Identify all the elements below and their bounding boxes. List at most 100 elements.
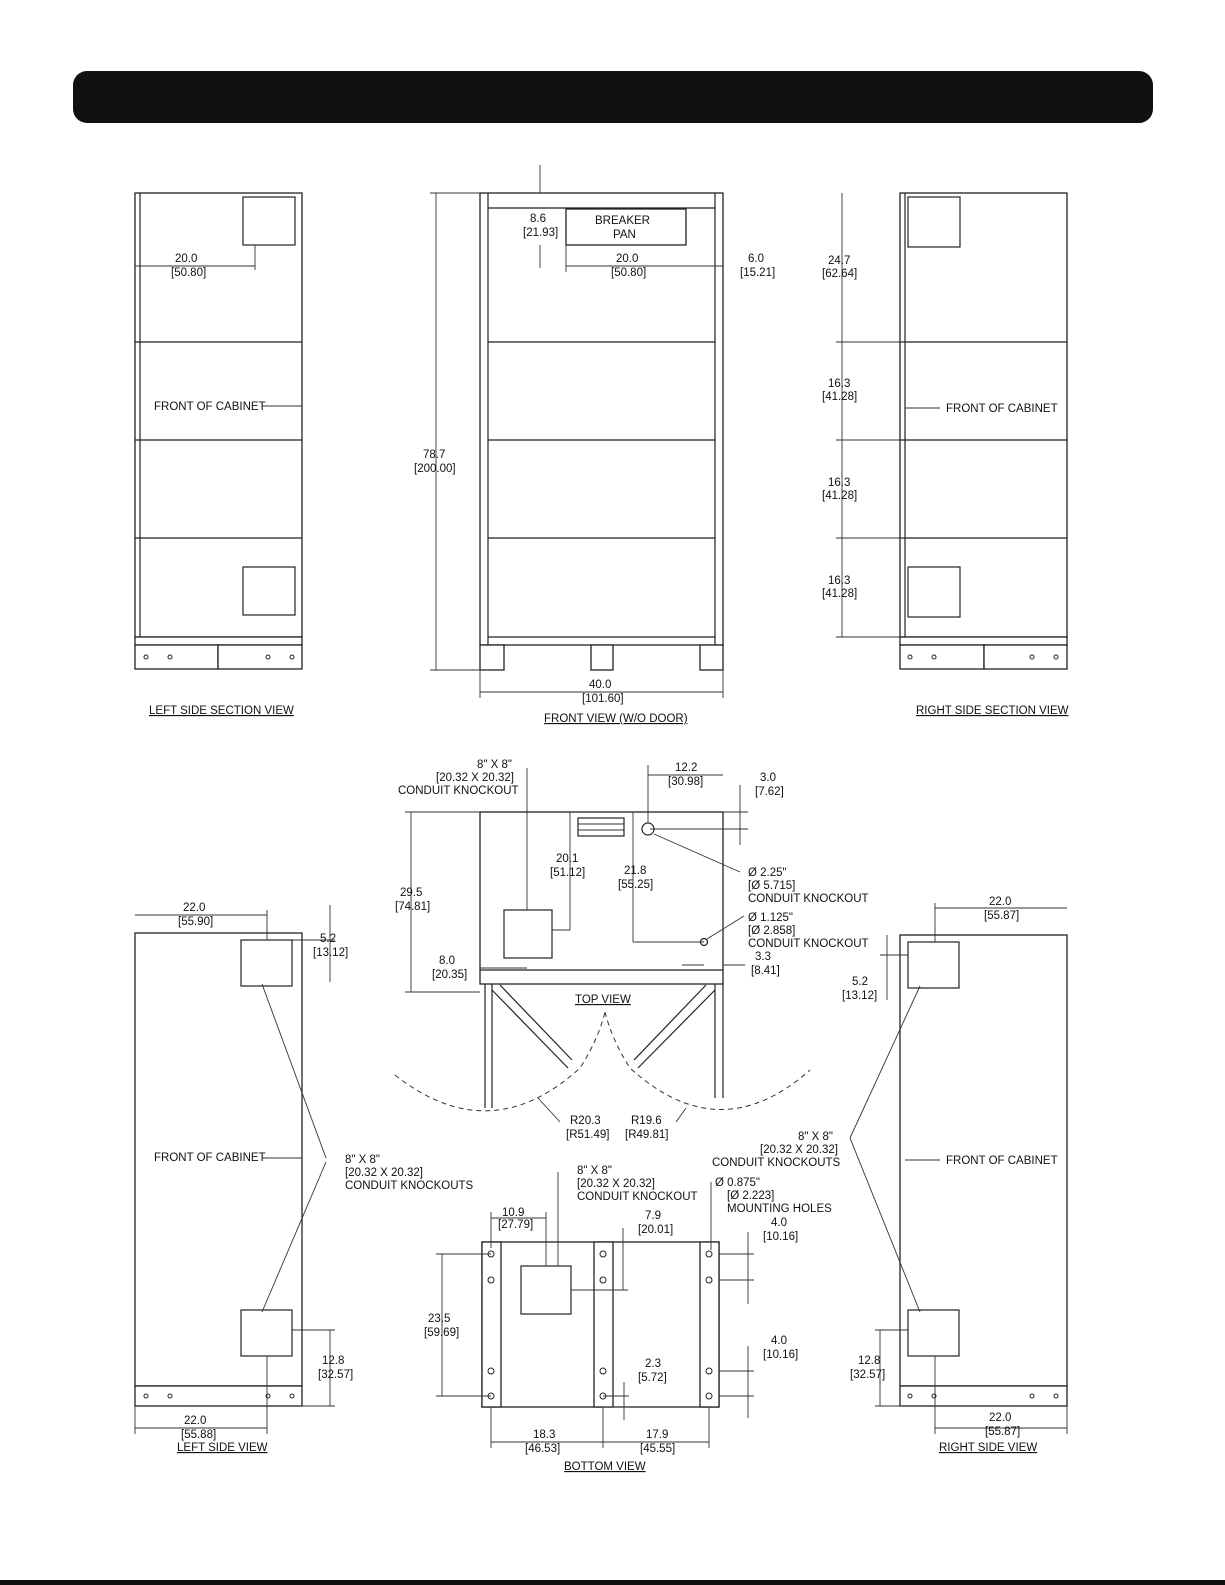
dim-label: 20.0 <box>175 253 197 265</box>
dim-label: 22.0 <box>184 1415 206 1427</box>
dim-label: 20.0 <box>616 253 638 265</box>
dim-label-mm: [20.32 X 20.32] <box>577 1178 655 1190</box>
dim-label: 16.3 <box>828 575 850 587</box>
dim-label: 8.6 <box>530 213 546 225</box>
breaker-pan <box>565 208 687 246</box>
dim-label-mm: [30.98] <box>668 776 703 788</box>
dim-label: 18.3 <box>533 1429 555 1441</box>
dim-label-mm: [55.88] <box>181 1429 216 1441</box>
dim-label-mm: [55.90] <box>178 916 213 928</box>
dim-label: Ø 2.25" <box>748 867 787 879</box>
dim-label-mm: [45.55] <box>640 1443 675 1455</box>
front-of-cabinet-label: FRONT OF CABINET <box>154 401 266 413</box>
dim-label-mm: [55.87] <box>984 910 1019 922</box>
dim-label: 8" X 8" <box>345 1154 380 1166</box>
dim-label-mm: [41.28] <box>822 588 857 600</box>
dim-label: 21.8 <box>624 865 646 877</box>
knockout-label: CONDUIT KNOCKOUT <box>577 1191 698 1203</box>
knockout-square <box>520 1265 572 1315</box>
front-of-cabinet-label: FRONT OF CABINET <box>946 403 1058 415</box>
dim-label: 17.9 <box>646 1429 668 1441</box>
dim-label: 29.5 <box>400 887 422 899</box>
dim-label: 12.2 <box>675 762 697 774</box>
dim-label-mm: [55.87] <box>985 1426 1020 1438</box>
dim-label: 8.0 <box>439 955 455 967</box>
left-side-section-view: 20.0 [50.80] FRONT OF CABINET LEFT SIDE … <box>134 192 303 717</box>
dim-label-mm: [5.72] <box>638 1372 667 1384</box>
front-of-cabinet-label: FRONT OF CABINET <box>154 1152 266 1164</box>
dim-label: 3.3 <box>755 951 771 963</box>
breaker-label: BREAKER <box>595 215 650 227</box>
dim-label-mm: [50.80] <box>611 267 646 279</box>
dim-label: Ø 0.875" <box>715 1177 760 1189</box>
dim-label: 40.0 <box>589 679 611 691</box>
dim-label-mm: [46.53] <box>525 1443 560 1455</box>
dim-label: 22.0 <box>989 1412 1011 1424</box>
dim-label-mm: [55.25] <box>618 879 653 891</box>
front-view: BREAKER PAN 8.6 [21.93] 20.0 [50.80] 6.0… <box>414 165 775 725</box>
bottom-rule <box>0 1580 1225 1585</box>
knockout-square <box>907 1309 960 1357</box>
dim-label: 24.7 <box>828 255 850 267</box>
dim-label: 78.7 <box>423 449 445 461</box>
dim-label: 6.0 <box>748 253 764 265</box>
dim-label-mm: [7.62] <box>755 786 784 798</box>
right-side-view: 22.0 [55.87] 5.2 [13.12] 8" X 8" [20.32 … <box>712 896 1068 1454</box>
knockout-label: CONDUIT KNOCKOUT <box>398 785 519 797</box>
dim-label: Ø 1.125" <box>748 912 793 924</box>
dim-label: 8" X 8" <box>577 1165 612 1177</box>
front-of-cabinet-label: FRONT OF CABINET <box>946 1155 1058 1167</box>
top-view: 8" X 8" [20.32 X 20.32] CONDUIT KNOCKOUT… <box>394 759 869 1141</box>
door-swing-arc <box>394 1011 606 1112</box>
knockout-label: CONDUIT KNOCKOUT <box>748 938 869 950</box>
dim-label-mm: [74.81] <box>395 901 430 913</box>
view-title: LEFT SIDE VIEW <box>177 1442 268 1454</box>
knockout-square <box>242 196 296 246</box>
dim-label-mm: [20.32 X 20.32] <box>436 772 514 784</box>
dim-label-mm: [13.12] <box>842 990 877 1002</box>
view-title: LEFT SIDE SECTION VIEW <box>149 705 294 717</box>
bottom-view: 8" X 8" [20.32 X 20.32] CONDUIT KNOCKOUT… <box>424 1165 832 1473</box>
dim-label: 7.9 <box>645 1210 661 1222</box>
view-title: TOP VIEW <box>575 994 631 1006</box>
dim-label-mm: [32.57] <box>850 1369 885 1381</box>
dim-label: 16.3 <box>828 477 850 489</box>
dim-label-mm: [Ø 2.223] <box>727 1190 774 1202</box>
knockout-square <box>907 941 960 989</box>
dim-label-mm: [200.00] <box>414 463 456 475</box>
dim-label: 16.3 <box>828 378 850 390</box>
knockout-square <box>503 909 553 959</box>
knockout-label: CONDUIT KNOCKOUT <box>748 893 869 905</box>
dim-label: 22.0 <box>989 896 1011 908</box>
dim-label: 20.1 <box>556 853 578 865</box>
knockout-square <box>907 196 961 248</box>
dim-label-mm: [27.79] <box>498 1219 533 1231</box>
dim-label-mm: [62.64] <box>822 268 857 280</box>
right-side-section-view: 24.7 [62.64] 16.3 [41.28] 16.3 [41.28] 1… <box>822 192 1069 717</box>
dim-label-mm: [32.57] <box>318 1369 353 1381</box>
dim-label-mm: [13.12] <box>313 947 348 959</box>
pan-label: PAN <box>613 229 636 241</box>
vent-grille <box>577 817 625 837</box>
view-title: BOTTOM VIEW <box>564 1461 646 1473</box>
dim-label-mm: [8.41] <box>751 965 780 977</box>
dim-label: 4.0 <box>771 1217 787 1229</box>
knockout-label: CONDUIT KNOCKOUTS <box>345 1180 474 1192</box>
dim-label-mm: [R51.49] <box>566 1129 609 1141</box>
dim-label-mm: [20.01] <box>638 1224 673 1236</box>
dim-label-mm: [41.28] <box>822 490 857 502</box>
knockout-square <box>242 566 296 616</box>
dim-label-mm: [20.35] <box>432 969 467 981</box>
knockout-label: CONDUIT KNOCKOUTS <box>712 1157 841 1169</box>
dim-label: 4.0 <box>771 1335 787 1347</box>
view-title: RIGHT SIDE SECTION VIEW <box>916 705 1069 717</box>
door-swing-arc <box>604 1011 811 1110</box>
dim-label-mm: [R49.81] <box>625 1129 668 1141</box>
dim-label: R19.6 <box>631 1115 662 1127</box>
dim-label-mm: [Ø 5.715] <box>748 880 795 892</box>
dim-label-mm: [21.93] <box>523 227 558 239</box>
dim-label: 8" X 8" <box>477 759 512 771</box>
dim-label-mm: [101.60] <box>582 693 624 705</box>
dim-label-mm: [10.16] <box>763 1349 798 1361</box>
